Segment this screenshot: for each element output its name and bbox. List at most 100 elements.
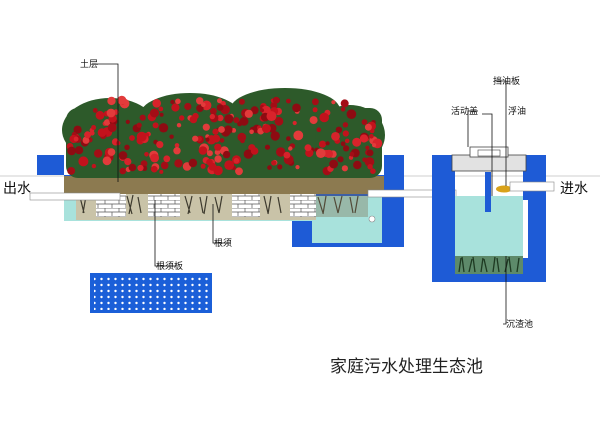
flower-blossom: [118, 151, 128, 160]
flower-blossom: [214, 143, 222, 151]
flower-blossom: [286, 136, 291, 141]
label-floating-oil: 浮油: [508, 105, 526, 117]
flower-blossom: [341, 165, 348, 172]
flower-blossom: [337, 156, 344, 163]
sediment-layer: [455, 256, 523, 274]
flower-blossom: [94, 149, 103, 158]
flower-blossom: [292, 103, 301, 113]
flower-blossom: [137, 164, 144, 172]
flower-blossom: [171, 103, 180, 112]
flower-blossom: [144, 152, 149, 157]
flower-blossom: [124, 158, 132, 166]
flower-blossom: [151, 165, 158, 173]
flower-blossom: [223, 125, 233, 135]
flower-blossom: [214, 149, 221, 155]
flower-blossom: [365, 145, 370, 150]
leader-lines: [97, 63, 507, 325]
label-root-plate: 根须板: [156, 260, 183, 272]
flower-shrubs: [62, 88, 385, 178]
flower-blossom: [270, 102, 278, 109]
flower-blossom: [304, 144, 312, 152]
flower-blossom: [92, 108, 98, 113]
label-roots: 根须: [214, 237, 232, 249]
flower-blossom: [261, 124, 271, 133]
soil-layer: [64, 176, 384, 194]
label-baffle: 挡油板: [493, 75, 520, 87]
flower-blossom: [266, 111, 277, 122]
flower-blossom: [250, 147, 259, 155]
flower-blossom: [152, 122, 159, 129]
flower-blossom: [274, 116, 284, 126]
flower-blossom: [233, 117, 240, 124]
flower-blossom: [367, 164, 373, 170]
flower-blossom: [174, 159, 183, 168]
flower-blossom: [216, 104, 224, 111]
flower-blossom: [369, 128, 375, 134]
flower-blossom: [312, 107, 318, 113]
flower-blossom: [192, 135, 199, 142]
flower-blossom: [331, 132, 340, 141]
flower-blossom: [196, 97, 204, 105]
flower-blossom: [160, 161, 169, 170]
flower-blossom: [218, 126, 225, 133]
flower-blossom: [173, 147, 181, 155]
flower-blossom: [125, 119, 130, 124]
flower-blossom: [150, 153, 160, 163]
flower-blossom: [206, 150, 213, 157]
floating-oil: [496, 185, 512, 193]
flower-blossom: [75, 146, 84, 155]
flower-blossom: [276, 147, 286, 157]
flower-blossom: [202, 123, 210, 131]
label-inlet: 进水: [560, 181, 588, 197]
flower-blossom: [370, 168, 376, 174]
outlet-pipe: [29, 192, 121, 201]
flower-blossom: [222, 150, 231, 159]
flower-blossom: [346, 109, 357, 119]
flower-blossom: [239, 116, 249, 126]
flower-blossom: [372, 143, 377, 148]
flower-blossom: [200, 163, 206, 169]
flower-blossom: [362, 157, 367, 163]
flower-blossom: [219, 138, 225, 143]
flower-blossom: [78, 156, 89, 167]
flower-blossom: [158, 106, 164, 112]
flower-blossom: [342, 122, 349, 128]
flower-blossom: [136, 122, 142, 128]
flower-blossom: [238, 98, 245, 105]
flower-blossom: [103, 119, 111, 126]
flower-blossom: [140, 160, 148, 168]
flower-blossom: [156, 141, 164, 149]
flower-blossom: [264, 144, 271, 150]
flower-blossom: [158, 123, 169, 133]
flower-blossom: [366, 149, 374, 157]
flower-blossom: [312, 98, 319, 106]
flower-blossom: [150, 108, 159, 118]
flower-blossom: [139, 114, 146, 121]
flower-blossom: [270, 131, 280, 141]
flower-blossom: [283, 151, 291, 159]
flower-blossom: [331, 100, 336, 105]
flower-blossom: [209, 113, 215, 120]
flower-blossom: [319, 112, 330, 123]
diagram-title: 家庭污水处理生态池: [330, 357, 483, 377]
flower-blossom: [224, 160, 235, 171]
flower-blossom: [224, 114, 234, 124]
flower-blossom: [243, 149, 254, 159]
root-plate: [90, 273, 212, 313]
flower-blossom: [91, 125, 97, 130]
flower-blossom: [318, 140, 327, 148]
flower-blossom: [309, 116, 318, 125]
flower-blossom: [89, 130, 95, 136]
flower-blossom: [316, 148, 326, 158]
flower-blossom: [369, 134, 374, 139]
flower-blossom: [352, 137, 362, 147]
flower-blossom: [163, 155, 171, 163]
flower-blossom: [348, 155, 354, 160]
flower-blossom: [189, 115, 198, 124]
flower-blossom: [73, 136, 79, 142]
flower-blossom: [288, 146, 293, 151]
flower-blossom: [235, 167, 243, 176]
flower-blossom: [102, 156, 112, 166]
flower-blossom: [329, 159, 338, 169]
flower-blossom: [67, 146, 76, 156]
